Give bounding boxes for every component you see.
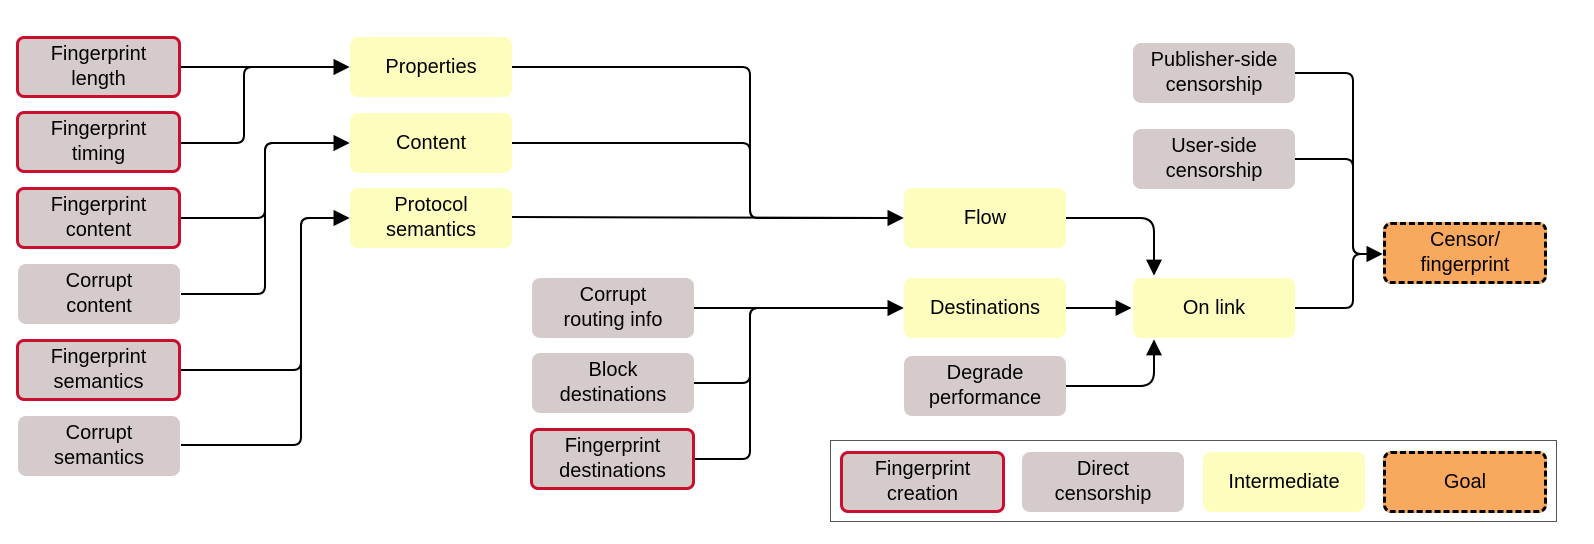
node-user-side-censorship: User-side censorship: [1133, 129, 1295, 189]
node-goal-censor-fingerprint: Censor/ fingerprint: [1383, 222, 1547, 284]
node-corrupt-semantics: Corrupt semantics: [18, 416, 180, 476]
edge-fp-destinations-destinations: [694, 300, 904, 460]
node-degrade-performance: Degrade performance: [904, 356, 1066, 416]
node-fingerprint-semantics: Fingerprint semantics: [16, 339, 181, 401]
edge-onlink-goal: [1295, 246, 1383, 309]
legend-intermediate: Intermediate: [1203, 452, 1365, 512]
legend-goal: Goal: [1383, 451, 1547, 513]
node-fingerprint-content: Fingerprint content: [16, 187, 181, 249]
legend-fingerprint-creation: Fingerprint creation: [840, 451, 1005, 513]
edge-corrupt-content-content: [181, 135, 350, 295]
edge-corrupt-semantics-protocol: [181, 210, 350, 446]
node-corrupt-content: Corrupt content: [18, 264, 180, 324]
node-fingerprint-destinations: Fingerprint destinations: [530, 428, 695, 490]
edge-degrade-onlink: [1066, 339, 1162, 387]
node-destinations: Destinations: [904, 278, 1066, 338]
node-protocol-semantics: Protocol semantics: [350, 188, 512, 248]
edge-block-destinations-destinations: [694, 300, 904, 384]
edge-protocol-flow: [511, 209, 904, 226]
edge-user-goal: [1295, 158, 1383, 262]
node-block-destinations: Block destinations: [532, 353, 694, 413]
node-fingerprint-timing: Fingerprint timing: [16, 111, 181, 173]
edge-content-flow: [512, 142, 904, 226]
legend-direct-censorship: Direct censorship: [1022, 452, 1184, 512]
node-fingerprint-length: Fingerprint length: [16, 36, 181, 98]
edge-flow-onlink: [1066, 217, 1162, 276]
node-flow: Flow: [904, 188, 1066, 248]
edge-fp-timing-properties: [181, 59, 350, 144]
legend: Fingerprint creation Direct censorship I…: [830, 440, 1557, 522]
node-corrupt-routing-info: Corrupt routing info: [532, 278, 694, 338]
node-on-link: On link: [1133, 278, 1295, 338]
node-publisher-side-censorship: Publisher-side censorship: [1133, 43, 1295, 103]
node-content: Content: [350, 113, 512, 173]
node-properties: Properties: [350, 37, 512, 97]
edge-publisher-goal: [1295, 72, 1383, 262]
